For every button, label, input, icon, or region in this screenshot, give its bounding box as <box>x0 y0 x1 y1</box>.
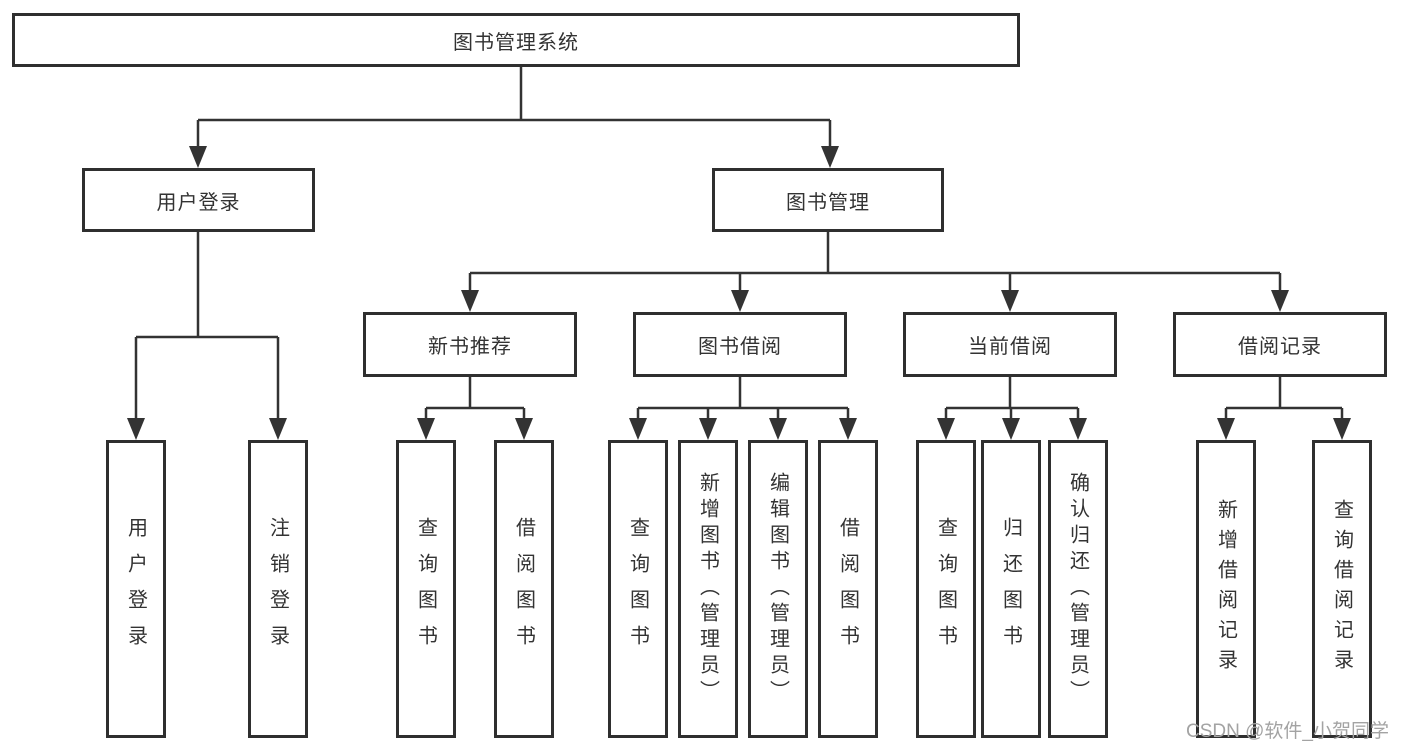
arrowhead <box>769 418 787 440</box>
node-label: 用户登录 <box>124 517 147 661</box>
node-label: 新增图书（管理员） <box>696 472 719 706</box>
arrowhead <box>699 418 717 440</box>
leaf-user-login: 用户登录 <box>106 440 166 738</box>
node-label: 查询借阅记录 <box>1330 499 1353 679</box>
node-label: 查询图书 <box>414 517 437 661</box>
node-label: 确认归还（管理员） <box>1066 472 1089 706</box>
node-current-borrow: 当前借阅 <box>903 312 1117 377</box>
leaf-edit-book-admin: 编辑图书（管理员） <box>748 440 808 738</box>
node-new-book-recommend: 新书推荐 <box>363 312 577 377</box>
arrowhead <box>515 418 533 440</box>
edge-book-borrow-children <box>629 377 857 440</box>
edge-root-to-level2 <box>189 67 839 168</box>
arrowhead <box>1333 418 1351 440</box>
node-label: 归还图书 <box>999 517 1022 661</box>
arrowhead <box>1271 290 1289 312</box>
node-label: 当前借阅 <box>968 336 1052 358</box>
node-label: 查询图书 <box>934 517 957 661</box>
node-label: 注销登录 <box>266 517 289 661</box>
arrowhead <box>269 418 287 440</box>
node-label: 用户登录 <box>156 191 241 214</box>
arrowhead <box>1217 418 1235 440</box>
node-label: 图书借阅 <box>698 336 782 358</box>
node-label: 编辑图书（管理员） <box>766 472 789 706</box>
edge-borrow-record-children <box>1217 377 1351 440</box>
leaf-query-borrow-record: 查询借阅记录 <box>1312 440 1372 738</box>
arrowhead <box>461 290 479 312</box>
node-label: 新书推荐 <box>428 336 512 358</box>
leaf-query-book-recommend: 查询图书 <box>396 440 456 738</box>
leaf-return-book: 归还图书 <box>981 440 1041 738</box>
arrowhead <box>127 418 145 440</box>
leaf-add-book-admin: 新增图书（管理员） <box>678 440 738 738</box>
node-label: 查询图书 <box>626 517 649 661</box>
arrowhead <box>189 146 207 168</box>
node-book-borrow: 图书借阅 <box>633 312 847 377</box>
leaf-borrow-book-recommend: 借阅图书 <box>494 440 554 738</box>
node-library-system: 图书管理系统 <box>12 13 1020 67</box>
edge-new-book-children <box>417 377 533 440</box>
node-book-management: 图书管理 <box>712 168 944 232</box>
node-label: 借阅图书 <box>512 517 535 661</box>
leaf-query-book-borrow: 查询图书 <box>608 440 668 738</box>
arrowhead <box>1002 418 1020 440</box>
edge-user-login-children <box>127 232 287 440</box>
arrowhead <box>1001 290 1019 312</box>
node-label: 新增借阅记录 <box>1214 499 1237 679</box>
edge-current-borrow-children <box>937 377 1087 440</box>
node-label: 图书管理系统 <box>453 31 579 54</box>
arrowhead <box>839 418 857 440</box>
arrowhead <box>1069 418 1087 440</box>
edge-book-mgmt-children <box>461 232 1289 312</box>
arrowhead <box>821 146 839 168</box>
leaf-add-borrow-record: 新增借阅记录 <box>1196 440 1256 738</box>
node-borrow-record: 借阅记录 <box>1173 312 1387 377</box>
leaf-borrow-book: 借阅图书 <box>818 440 878 738</box>
leaf-query-book-current: 查询图书 <box>916 440 976 738</box>
node-label: 借阅图书 <box>836 517 859 661</box>
leaf-logout: 注销登录 <box>248 440 308 738</box>
arrowhead <box>937 418 955 440</box>
node-user-login: 用户登录 <box>82 168 315 232</box>
arrowhead <box>731 290 749 312</box>
leaf-confirm-return-admin: 确认归还（管理员） <box>1048 440 1108 738</box>
node-label: 借阅记录 <box>1238 336 1322 358</box>
arrowhead <box>629 418 647 440</box>
arrowhead <box>417 418 435 440</box>
csdn-watermark: CSDN @软件_小贺同学 <box>1186 721 1389 742</box>
node-label: 图书管理 <box>786 191 870 214</box>
